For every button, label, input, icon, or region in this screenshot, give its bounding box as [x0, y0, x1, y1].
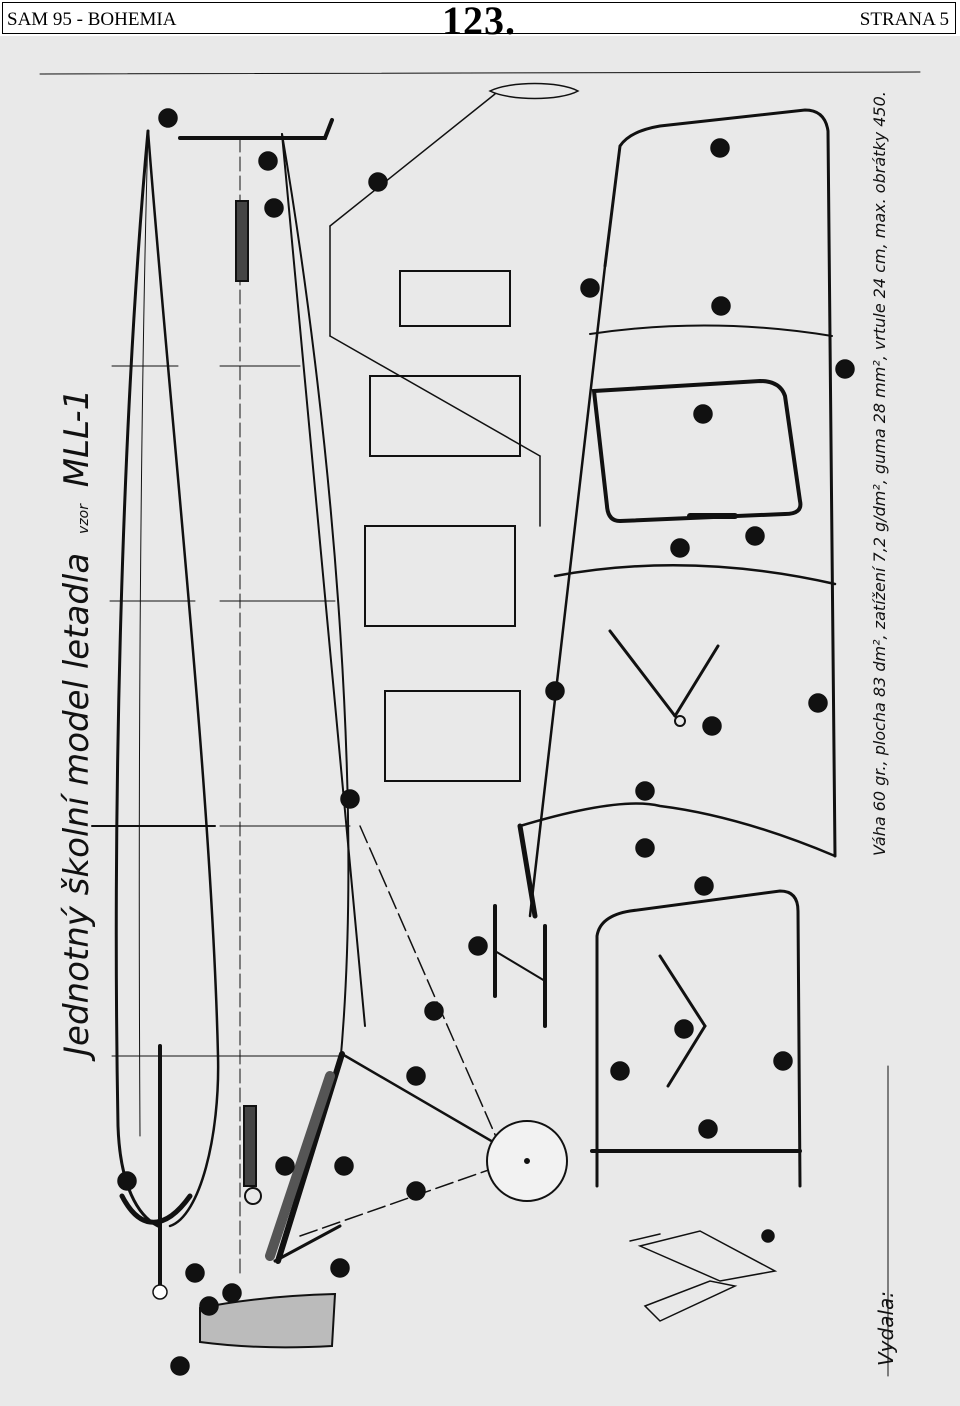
- wing-panel: [517, 108, 837, 919]
- model-plan-drawing: Jednotný školní model letadla vzor MLL-1…: [39, 71, 921, 1377]
- aircraft-sketch-icon: [629, 1229, 778, 1322]
- stabilizer: [493, 629, 802, 1188]
- nose-bearing: [199, 1051, 345, 1349]
- plan-specs-text: Váha 60 gr., plocha 83 dm², zatížení 7,2…: [870, 91, 889, 856]
- header-issue-number: 123.: [442, 0, 516, 43]
- wing-planform: [329, 82, 580, 527]
- publisher-label: Vydala:: [874, 1291, 898, 1366]
- rib-frames: [364, 270, 521, 782]
- fuselage-top-view: [178, 118, 366, 1277]
- header-series: SAM 95 - BOHEMIA: [7, 9, 177, 30]
- plan-title-text: Jednotný školní model letadla vzor MLL-1: [57, 389, 97, 1062]
- plan-sheet: Jednotný školní model letadla vzor MLL-1…: [0, 36, 960, 1406]
- part-number-markers: [117, 108, 855, 1376]
- page-header: SAM 95 - BOHEMIA 123. STRANA 5: [2, 0, 956, 43]
- fuselage-side-view: [91, 129, 221, 1300]
- landing-gear: [299, 825, 568, 1237]
- header-page-number: STRANA 5: [859, 9, 949, 30]
